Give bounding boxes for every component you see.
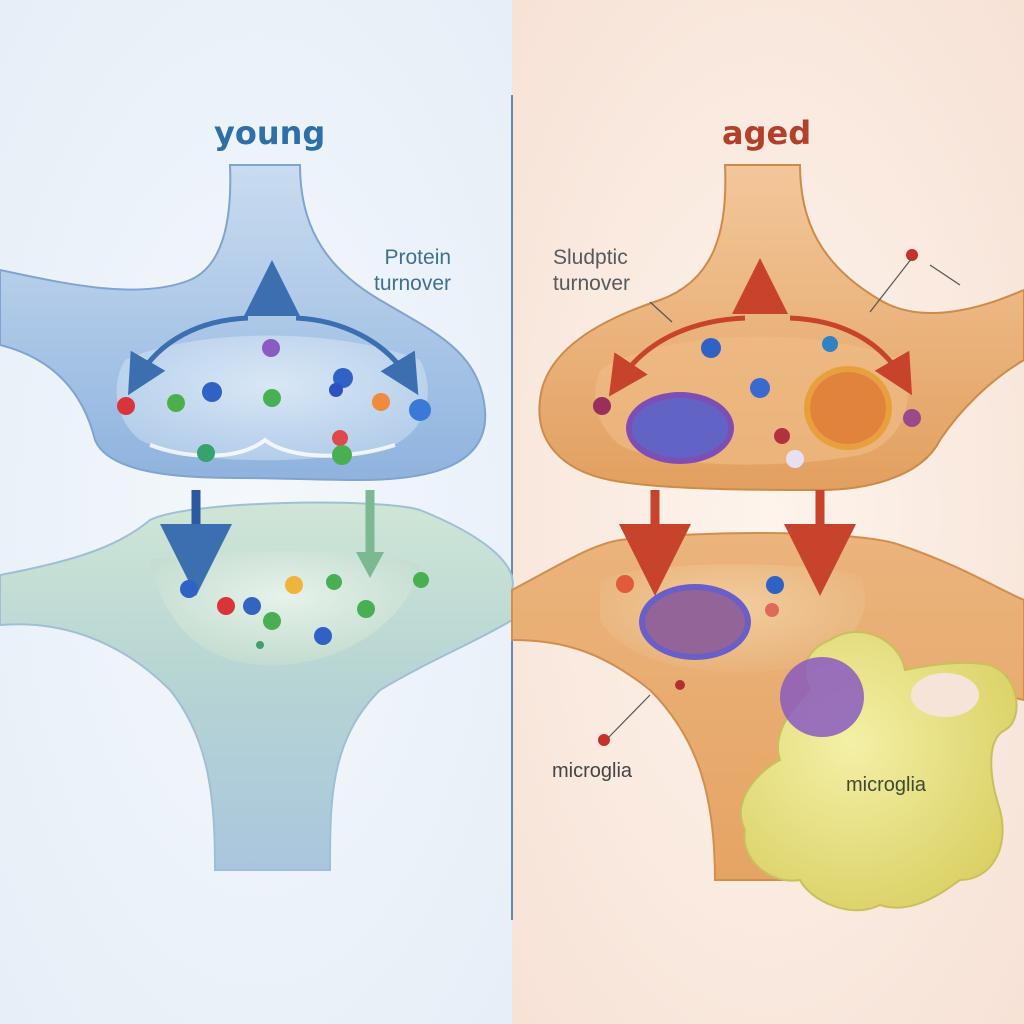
aged-turnover-arrows	[608, 258, 913, 596]
aged-panel-title: aged	[722, 114, 812, 152]
microglia-cell	[739, 630, 1018, 912]
microglia-cell-label: microglia	[846, 774, 927, 796]
callout-lines	[607, 257, 961, 739]
protein-aggregate	[804, 366, 892, 450]
protein-aggregate	[626, 392, 734, 464]
young-turnover-arrows	[127, 260, 419, 596]
sludptic-turnover-label: Sludptic turnover	[553, 245, 630, 297]
protein-aggregate	[639, 584, 751, 660]
young-panel-title: young	[214, 114, 326, 152]
aged-vesicles	[593, 249, 921, 746]
sludptic-turnover-label-line-1: Sludptic	[553, 246, 628, 269]
protein-turnover-label-line-2: turnover	[374, 272, 452, 295]
protein-turnover-label-line-1: Protein	[384, 246, 452, 269]
sludptic-turnover-label-line-2: turnover	[553, 272, 631, 295]
microglia-callout-label: microglia	[552, 760, 633, 782]
young-vesicles	[117, 339, 431, 649]
protein-turnover-label: Protein turnover	[374, 245, 451, 297]
